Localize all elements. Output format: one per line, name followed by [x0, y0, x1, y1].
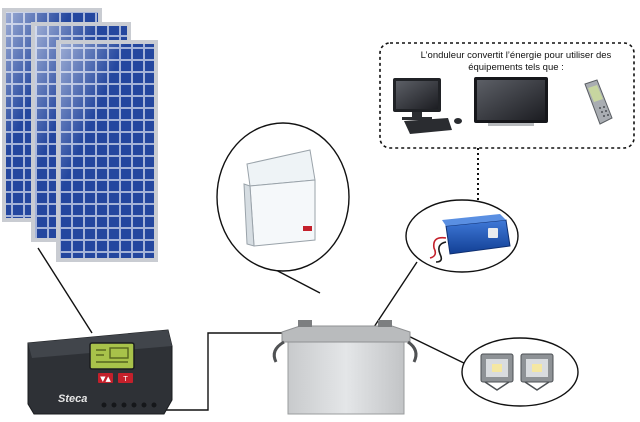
wire-battery-to-inverter — [371, 261, 418, 331]
callout-line-1: L’onduleur convertit l’énergie pour util… — [420, 50, 612, 61]
svg-text:T: T — [122, 375, 128, 383]
wire-controller-to-battery — [160, 332, 290, 411]
floodlight-icon-left — [480, 353, 514, 391]
flat-tv-icon — [474, 77, 548, 126]
controller-button-right[interactable] — [118, 373, 133, 383]
svg-text:▼▲: ▼▲ — [100, 375, 111, 383]
desktop-computer-icon — [393, 78, 462, 134]
battery-terminal-negative — [298, 320, 312, 327]
solar-panels — [2, 8, 158, 262]
floodlights-bubble — [461, 337, 579, 407]
equipment-callout — [379, 42, 635, 149]
mobile-phone-icon — [584, 79, 613, 125]
chest-freezer-icon — [243, 149, 316, 247]
inverter-bubble — [405, 199, 519, 273]
freezer-bubble — [216, 122, 350, 272]
charge-controller: ▼▲ T Steca — [27, 329, 173, 415]
inverter-icon — [429, 214, 511, 263]
callout-caption: L’onduleur convertit l’énergie pour util… — [408, 50, 624, 74]
floodlight-icon-right — [520, 353, 554, 391]
controller-brand-logo: Steca — [58, 393, 87, 405]
callout-line-2: équipements tels que : — [468, 62, 564, 73]
controller-button-left[interactable] — [98, 373, 113, 383]
solar-panel-front — [56, 40, 158, 262]
battery — [272, 320, 418, 415]
wire-panels-to-controller — [37, 247, 93, 334]
wire-battery-to-fridge — [271, 267, 321, 294]
battery-terminal-positive — [378, 320, 392, 327]
